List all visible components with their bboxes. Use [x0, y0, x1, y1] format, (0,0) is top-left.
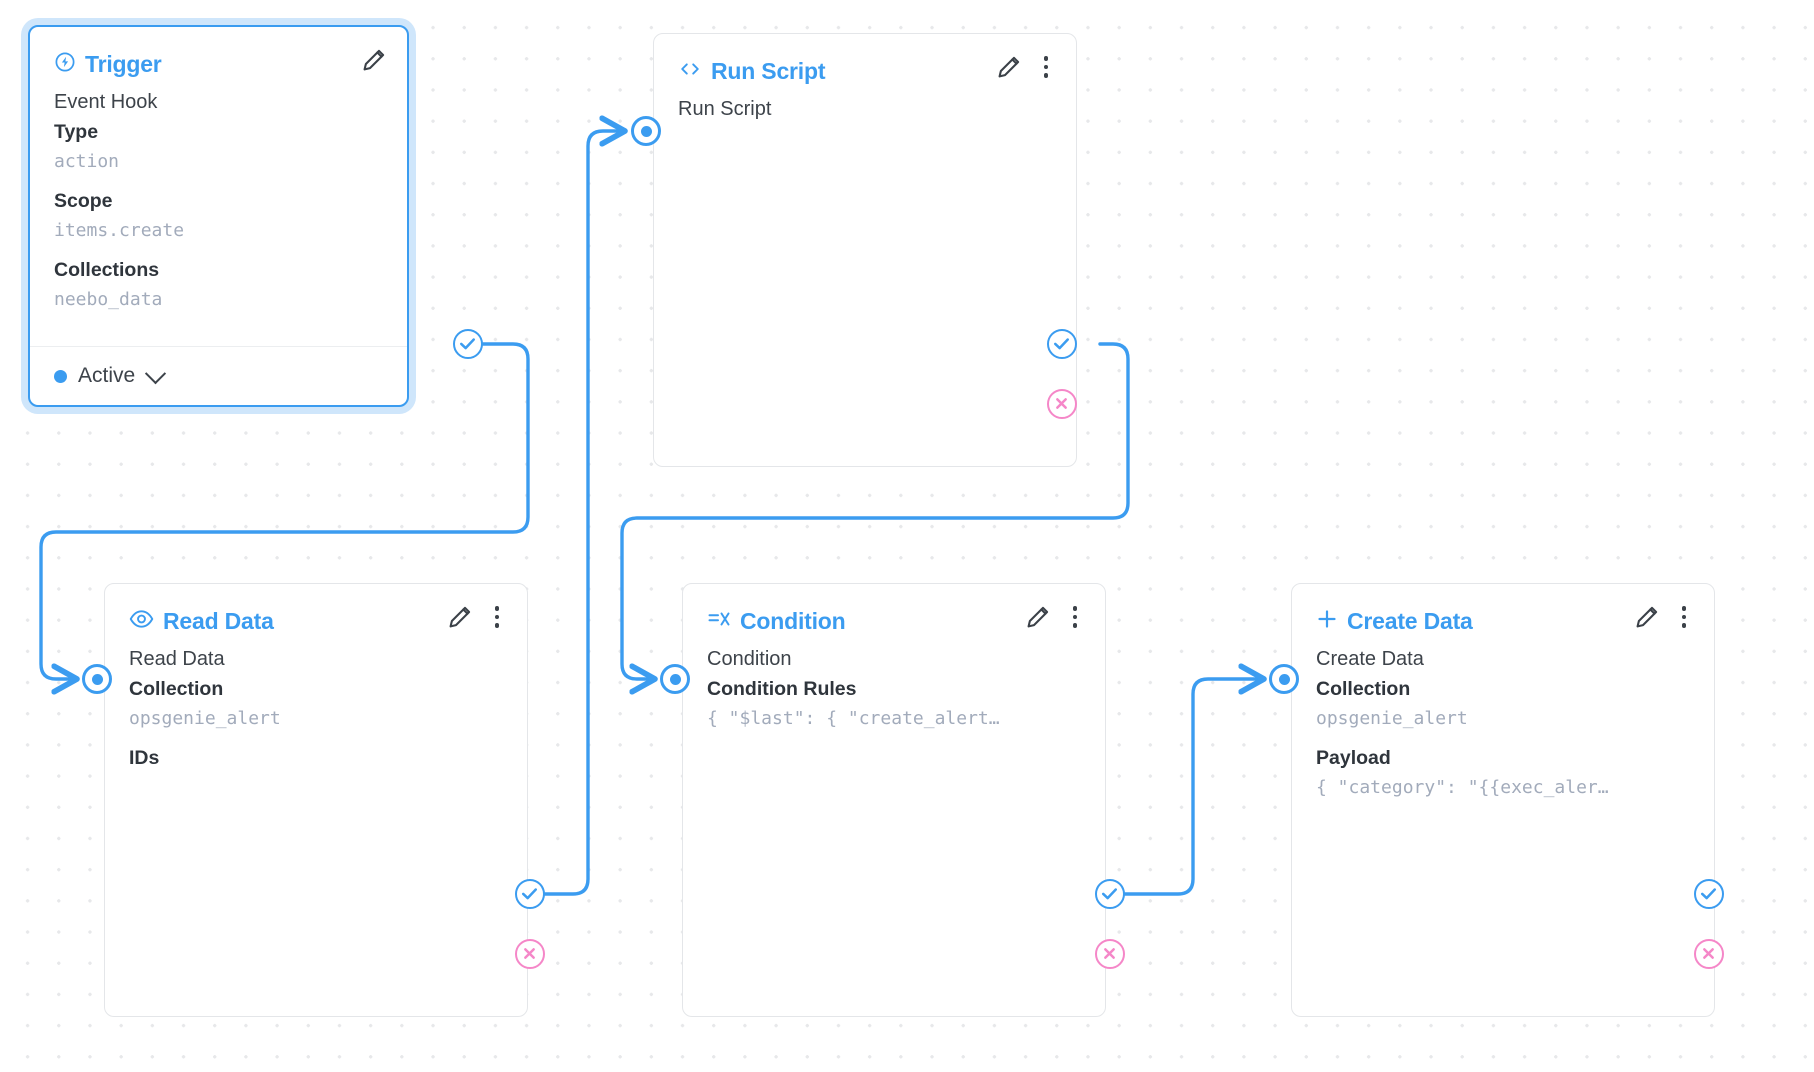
node-trigger-line-4: items.create — [54, 220, 185, 241]
node-createdata-line-4: { "category": "{{exec_aler… — [1316, 777, 1609, 798]
edit-pencil-icon[interactable] — [1634, 604, 1660, 630]
node-readdata-actions[interactable] — [447, 604, 507, 630]
node-trigger-line-1: Type — [54, 121, 99, 143]
edit-pencil-icon[interactable] — [447, 604, 473, 630]
node-createdata-actions[interactable] — [1634, 604, 1694, 630]
node-runscript-body: Run Script — [678, 94, 1052, 124]
node-condition-line-0: Condition — [707, 648, 792, 670]
more-options-icon[interactable] — [487, 605, 507, 629]
node-createdata-line-3: Payload — [1316, 747, 1391, 769]
node-trigger-actions[interactable] — [361, 47, 387, 73]
more-options-icon[interactable] — [1036, 55, 1056, 79]
node-readdata-line-1: Collection — [129, 678, 224, 700]
reject-handle-runscript[interactable] — [1047, 389, 1077, 419]
resolve-handle-condition[interactable] — [1095, 879, 1125, 909]
reject-handle-readdata[interactable] — [515, 939, 545, 969]
node-trigger-header: Trigger — [54, 49, 383, 79]
node-readdata[interactable]: Read Data Read Data Collection opsgenie_… — [104, 583, 528, 1017]
chevron-down-icon[interactable] — [145, 362, 167, 384]
node-createdata-title: Create Data — [1347, 607, 1473, 634]
node-runscript-line-0: Run Script — [678, 98, 772, 120]
status-label: Active — [78, 364, 136, 387]
node-readdata-line-2: opsgenie_alert — [129, 708, 281, 729]
node-createdata[interactable]: Create Data Create Data Collection opsge… — [1291, 583, 1715, 1017]
more-options-icon[interactable] — [1674, 605, 1694, 629]
edit-pencil-icon[interactable] — [1025, 604, 1051, 630]
node-trigger-line-5: Collections — [54, 259, 160, 281]
node-runscript-actions[interactable] — [996, 54, 1056, 80]
node-trigger[interactable]: Trigger Event Hook Type action Scope ite… — [28, 25, 409, 407]
edge-readdata-to-runscript — [543, 131, 625, 896]
node-createdata-line-2: opsgenie_alert — [1316, 708, 1468, 729]
node-readdata-body: Read Data Collection opsgenie_alert IDs — [129, 644, 503, 773]
resolve-handle-readdata[interactable] — [515, 879, 545, 909]
node-readdata-title: Read Data — [163, 607, 274, 634]
node-runscript-title: Run Script — [711, 57, 826, 84]
more-options-icon[interactable] — [1065, 605, 1085, 629]
node-trigger-body: Event Hook Type action Scope items.creat… — [54, 87, 383, 314]
node-condition-line-2: { "$last": { "create_alert… — [707, 708, 1000, 729]
node-condition[interactable]: Condition Condition Condition Rules { "$… — [682, 583, 1106, 1017]
node-createdata-header: Create Data — [1316, 606, 1690, 636]
edge-condition-to-createdata — [1123, 679, 1264, 896]
node-trigger-line-2: action — [54, 151, 120, 172]
node-trigger-line-3: Scope — [54, 190, 113, 212]
condition-filter-icon — [707, 608, 731, 635]
spacer — [129, 733, 503, 743]
node-condition-line-1: Condition Rules — [707, 678, 857, 700]
resolve-handle-trigger[interactable] — [453, 329, 483, 359]
eye-icon — [129, 608, 154, 635]
edit-pencil-icon[interactable] — [361, 47, 387, 73]
node-readdata-line-0: Read Data — [129, 648, 225, 670]
status-dot-icon — [54, 369, 67, 383]
lightning-circle-icon — [54, 51, 76, 78]
node-trigger-line-0: Event Hook — [54, 91, 158, 113]
plus-icon — [1316, 608, 1338, 635]
reject-handle-createdata[interactable] — [1694, 939, 1724, 969]
node-createdata-line-0: Create Data — [1316, 648, 1424, 670]
node-runscript[interactable]: Run Script Run Script — [653, 33, 1077, 467]
input-handle-readdata[interactable] — [82, 664, 112, 694]
code-brackets-icon — [678, 58, 702, 85]
input-handle-createdata[interactable] — [1269, 664, 1299, 694]
node-runscript-header: Run Script — [678, 56, 1052, 86]
node-trigger-line-6: neebo_data — [54, 289, 163, 310]
node-condition-actions[interactable] — [1025, 604, 1085, 630]
spacer — [1316, 733, 1690, 743]
spacer — [54, 176, 383, 186]
spacer — [54, 245, 383, 255]
node-trigger-title: Trigger — [85, 50, 162, 77]
reject-handle-condition[interactable] — [1095, 939, 1125, 969]
input-handle-runscript[interactable] — [631, 116, 661, 146]
node-condition-title: Condition — [740, 607, 846, 634]
resolve-handle-runscript[interactable] — [1047, 329, 1077, 359]
status-badge[interactable]: Active — [30, 346, 407, 405]
edit-pencil-icon[interactable] — [996, 54, 1022, 80]
node-condition-body: Condition Condition Rules { "$last": { "… — [707, 644, 1081, 733]
node-createdata-body: Create Data Collection opsgenie_alert Pa… — [1316, 644, 1690, 802]
node-createdata-line-1: Collection — [1316, 678, 1411, 700]
resolve-handle-createdata[interactable] — [1694, 879, 1724, 909]
input-handle-condition[interactable] — [660, 664, 690, 694]
node-readdata-line-3: IDs — [129, 747, 160, 769]
